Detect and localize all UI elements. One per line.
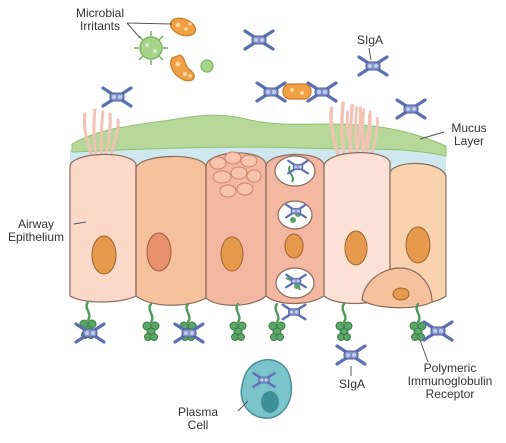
siga-antibody: [335, 344, 367, 366]
transcytotic-vesicle: [275, 267, 315, 299]
transcytosis-cell: [265, 153, 325, 305]
iga-antibody: [357, 55, 389, 77]
virus-particle: [134, 31, 168, 65]
label-siga-top: SIgA: [356, 33, 383, 47]
nucleus: [91, 235, 117, 275]
epithelial-cell-2: [135, 155, 207, 306]
pigr-receptor: [228, 302, 248, 342]
nucleus: [146, 232, 172, 272]
nucleus: [220, 236, 244, 272]
label-airway-epithelium: Airway Epithelium: [7, 217, 65, 244]
pigr-receptor: [267, 302, 287, 342]
nucleus: [405, 226, 431, 264]
iga-antibody: [395, 98, 427, 120]
mucin-granules: [209, 151, 262, 198]
label-microbial-irritants: Microbial Irritants: [75, 6, 124, 33]
iga-antibody: [281, 303, 307, 321]
iga-antibody: [101, 86, 133, 108]
label-mucus-layer: Mucus Layer: [451, 121, 487, 148]
goblet-cell: [205, 151, 267, 306]
nucleus: [344, 230, 368, 266]
nucleus: [284, 233, 304, 259]
pigr-receptor: [141, 302, 161, 342]
transcytotic-vesicle: [277, 200, 313, 230]
transcytotic-vesicle: [274, 155, 316, 187]
label-polymeric-immunoglobulin-receptor: Polymeric Immunoglobulin Receptor: [407, 361, 493, 401]
ciliated-cell-1: [69, 108, 137, 303]
bacterium-2: [170, 54, 195, 82]
iga-antibody: [243, 29, 275, 51]
label-plasma-cell: Plasma Cell: [177, 405, 218, 432]
bacterium-with-bound-iga: [255, 81, 338, 103]
nucleus: [392, 287, 410, 301]
pigr-receptor: [334, 302, 354, 342]
bacterium-1: [169, 17, 197, 37]
plasma-cell: [240, 359, 293, 419]
leader-lines: [73, 22, 445, 412]
basal-cell: [361, 267, 433, 309]
iga-antibody: [422, 320, 454, 342]
small-virus-particle: [200, 59, 214, 73]
label-siga-bottom: SIgA: [338, 377, 365, 391]
